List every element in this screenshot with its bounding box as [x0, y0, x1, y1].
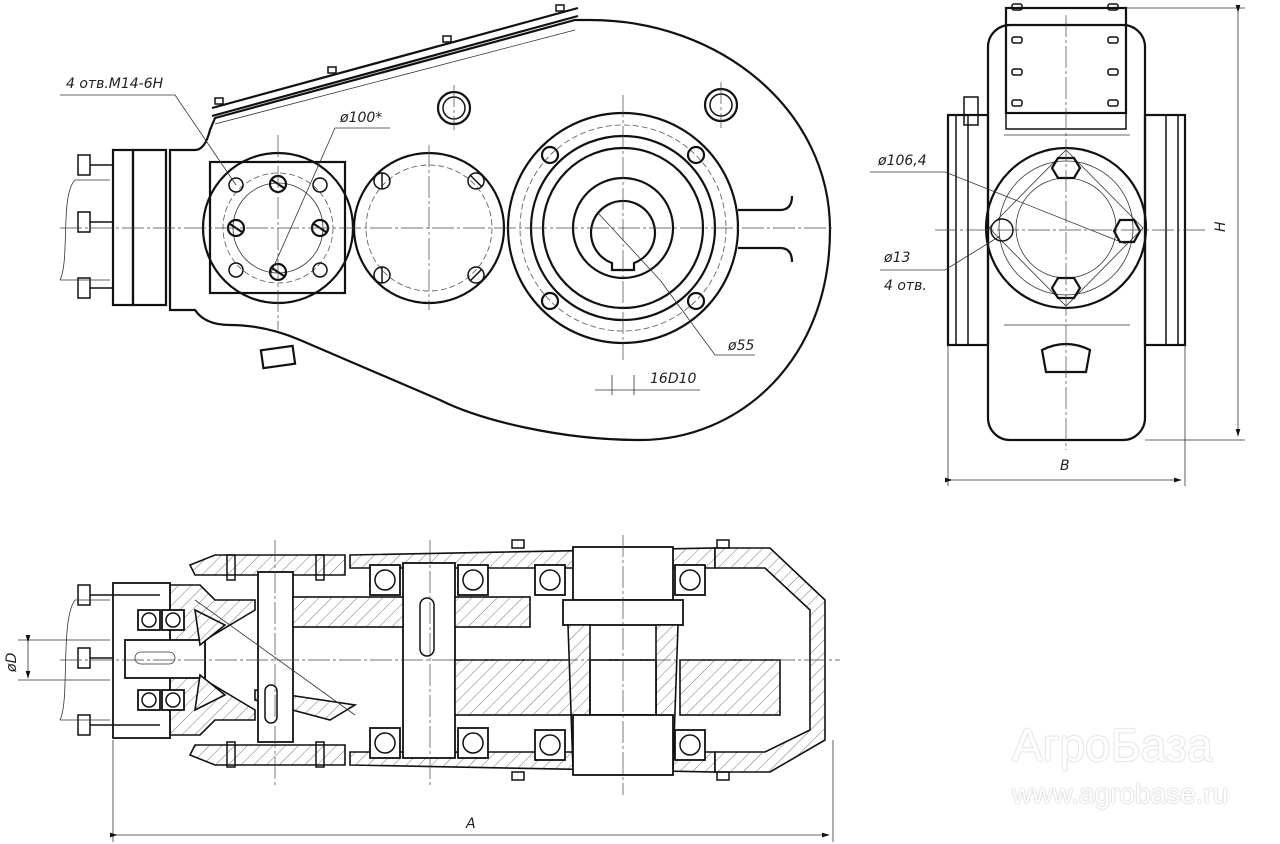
label-side-hole-count: 4 отв. [884, 278, 927, 294]
side-dimensions [870, 4, 1245, 486]
input-square-flange [208, 160, 347, 295]
center-lines [60, 82, 835, 360]
side-view: ø106,4 ø13 4 отв. H B [870, 3, 1245, 486]
cover-clips [214, 4, 565, 105]
leader-lines [60, 94, 755, 395]
side-housing [986, 23, 1147, 442]
watermark-url: www.agrobase.ru [1012, 778, 1229, 809]
label-height: H [1213, 221, 1229, 232]
drain-plug [1040, 342, 1092, 374]
housing-outline [168, 18, 832, 442]
label-key-width: 16D10 [650, 371, 697, 387]
label-bolt-circle-side: ø106,4 [877, 153, 927, 169]
keyed-bore [589, 199, 657, 272]
thread-holes [228, 177, 328, 278]
cap-screws [226, 539, 730, 781]
label-shaft-diameter: ø55 [727, 338, 754, 354]
watermark-brand: АгроБаза [1012, 719, 1213, 771]
front-view: 4 отв.М14-6Н ø100* ø55 16D10 [59, 4, 835, 442]
input-flange [59, 148, 168, 307]
side-hex-bolts [1050, 156, 1142, 300]
cover-screws [373, 172, 485, 284]
label-width: B [1060, 458, 1070, 474]
intermediate-shaft [402, 562, 456, 759]
bevel-shaft [257, 571, 294, 743]
label-holes-thread: 4 отв.М14-6Н [66, 76, 164, 92]
oil-plugs [259, 87, 739, 370]
label-side-hole-diameter: ø13 [883, 250, 910, 266]
hub-bolts [540, 145, 706, 311]
label-length: A [465, 816, 476, 832]
bevel-gear [193, 608, 227, 647]
bearings [137, 564, 706, 761]
top-cover [211, 6, 579, 110]
plate-bolts [1011, 3, 1119, 107]
label-bolt-circle-front: ø100* [339, 110, 382, 126]
section-view: øD A [4, 535, 840, 842]
section-dimensions [18, 634, 834, 842]
output-housing-end [714, 547, 826, 773]
label-input-shaft: øD [4, 652, 20, 673]
